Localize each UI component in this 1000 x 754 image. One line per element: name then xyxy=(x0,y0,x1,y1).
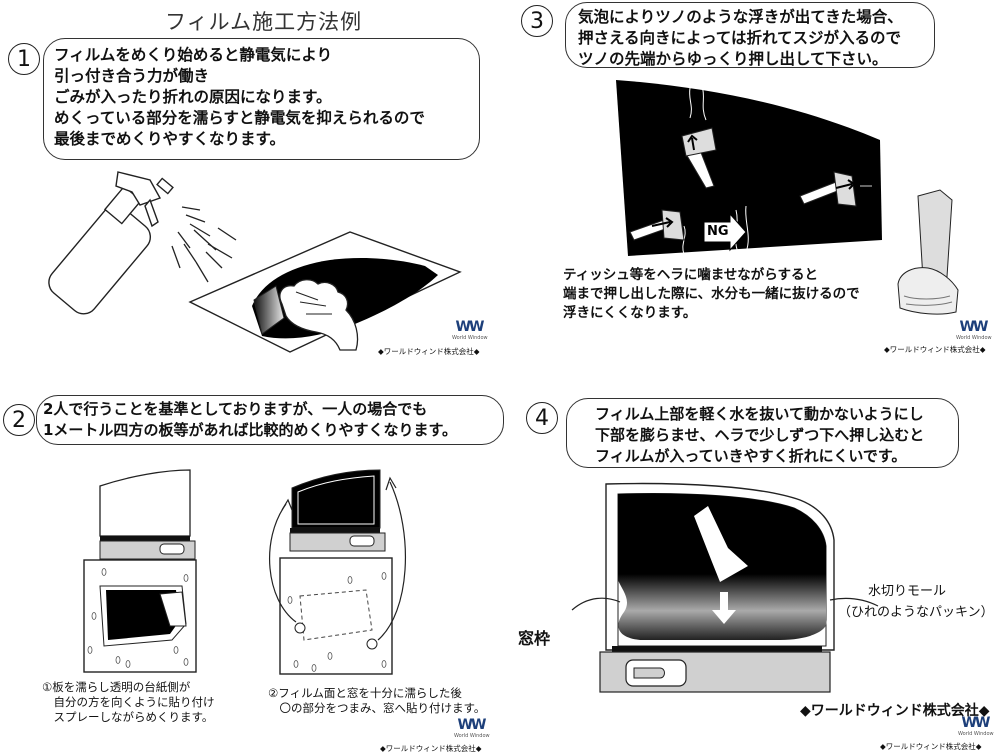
caption-line: ①板を濡らし透明の台紙側が xyxy=(42,680,191,694)
step-4-bubble: フィルム上部を軽く水を抜いて動かないようにし 下部を膨らませ、ヘラで少しずつ下へ… xyxy=(566,398,959,468)
step-1-illustration xyxy=(48,171,462,353)
step-1-line: 最後までめくりやすくなります。 xyxy=(54,130,285,148)
step-3-number: 3 xyxy=(521,5,553,37)
caption-line: ②フィルム面と窓を十分に濡らした後 xyxy=(268,686,462,700)
step-2-number: 2 xyxy=(3,404,35,436)
logo: WW World Window xyxy=(454,717,490,740)
step-3-line: ツノの先端からゆっくり押し出して下さい。 xyxy=(578,50,888,68)
company-name-small: ◆ワールドウィンド株式会社◆ xyxy=(378,347,480,356)
caption-line: 〇の部分をつまみ、窓へ貼り付けます。 xyxy=(268,701,486,715)
window-glass xyxy=(99,469,191,537)
step-2-bubble: 2人で行うことを基準としておりますが、一人の場合でも 1メートル四方の板等があれ… xyxy=(36,395,504,445)
logo-mark: WW xyxy=(457,717,487,733)
tissue-note-line: ティッシュ等をヘラに噛ませながらすると xyxy=(563,267,819,283)
company-name-small: ◆ワールドウィンド株式会社◆ xyxy=(880,742,982,751)
ng-arrow-icon xyxy=(703,212,747,252)
step-4-line: フィルム上部を軽く水を抜いて動かないようにし xyxy=(595,405,924,423)
window-film xyxy=(616,80,882,256)
step-3-tissue-note: ティッシュ等をヘラに噛ませながらすると 端まで押し出した際に、水分も一緒に抜ける… xyxy=(563,266,860,323)
spray-mist-icon xyxy=(171,206,237,283)
step-2-caption-right: ②フィルム面と窓を十分に濡らした後 〇の部分をつまみ、窓へ貼り付けます。 xyxy=(268,686,485,716)
step-1-line: 引っ付き合う力が働き xyxy=(54,67,210,85)
logo: WW World Window xyxy=(956,319,992,342)
label-molding-desc: （ひれのようなパッキン） xyxy=(838,605,994,620)
step-3-bubble: 気泡によりツノのような浮きが出てきた場合、 押さえる向きによっては折れてスジが入… xyxy=(565,2,935,68)
step-1-number: 1 xyxy=(8,43,40,75)
step-2-line: 1メートル四方の板等があれば比較的めくりやすくなります。 xyxy=(43,421,457,439)
leader-line xyxy=(571,597,621,611)
water-drops-icon xyxy=(87,568,189,668)
step-1-line: フィルムをめくり始めると静電気により xyxy=(54,46,333,64)
step-1-line: めくっている部分を濡らすと静電気を抑えられるので xyxy=(54,109,425,127)
step-1-bubble: フィルムをめくり始めると静電気により 引っ付き合う力が働き ごみが入ったり折れの… xyxy=(43,38,480,160)
page-title: フィルム施工方法例 xyxy=(165,10,363,34)
curved-arrow-icon xyxy=(377,481,407,641)
step-4-number: 4 xyxy=(526,402,558,434)
step-2-line: 2人で行うことを基準としておりますが、一人の場合でも xyxy=(43,400,428,418)
logo: WW World Window xyxy=(452,319,488,342)
step-3-line: 押さえる向きによっては折れてスジが入るので xyxy=(578,29,902,47)
logo: WW World Window xyxy=(958,715,994,738)
film-sheet xyxy=(106,590,180,640)
company-name-small: ◆ワールドウィンド株式会社◆ xyxy=(884,345,986,354)
step-2-caption-left: ①板を濡らし透明の台紙側が 自分の方を向くように貼り付け スプレーしながらめくり… xyxy=(42,680,215,725)
step-3-illustration xyxy=(616,80,959,315)
squeegee-icon xyxy=(629,209,685,241)
logo-sub: World Window xyxy=(958,731,994,737)
board xyxy=(279,557,393,675)
down-arrow-icon xyxy=(712,592,736,624)
curved-arrow-icon xyxy=(268,503,297,623)
step-4-line: フィルムが入っていきやすく折れにくいです。 xyxy=(595,447,907,465)
peeled-corner xyxy=(159,591,187,627)
hand-icon xyxy=(279,279,359,351)
step-2-illustration xyxy=(83,469,407,675)
logo-sub: World Window xyxy=(956,335,992,341)
leader-line xyxy=(829,597,879,607)
label-window-frame: 窓枠 xyxy=(518,629,551,648)
window-film xyxy=(291,469,381,529)
tissue-note-line: 端まで押し出した際に、水分も一緒に抜けるので xyxy=(563,286,860,302)
squeegee-icon xyxy=(681,127,717,189)
company-name-small: ◆ワールドウィンド株式会社◆ xyxy=(380,744,482,753)
ng-label: NG xyxy=(707,224,729,239)
caption-line: スプレーしながらめくります。 xyxy=(42,710,214,724)
peeled-liner xyxy=(253,285,285,335)
spray-bottle-icon xyxy=(48,171,174,315)
logo-mark: WW xyxy=(455,319,485,335)
logo-sub: World Window xyxy=(454,733,490,739)
tissue-squeegee-icon xyxy=(897,189,959,315)
logo-mark: WW xyxy=(959,319,989,335)
tissue-note-line: 浮きにくくなります。 xyxy=(563,305,697,321)
company-name-large: ◆ワールドウィンド株式会社◆ xyxy=(800,703,990,719)
step-1-line: ごみが入ったり折れの原因になります。 xyxy=(54,88,332,106)
squeegee-icon xyxy=(694,506,748,582)
squeegee-icon xyxy=(799,171,857,207)
step-4-line: 下部を膨らませ、ヘラで少しずつ下へ押し込むと xyxy=(595,426,925,444)
label-molding: 水切りモール xyxy=(868,584,947,599)
caption-line: 自分の方を向くように貼り付け xyxy=(42,695,215,709)
step-3-line: 気泡によりツノのような浮きが出てきた場合、 xyxy=(578,8,903,26)
logo-mark: WW xyxy=(961,715,991,731)
logo-sub: World Window xyxy=(452,335,488,341)
water-drops-icon xyxy=(287,572,387,672)
liner-sheet xyxy=(99,585,187,647)
